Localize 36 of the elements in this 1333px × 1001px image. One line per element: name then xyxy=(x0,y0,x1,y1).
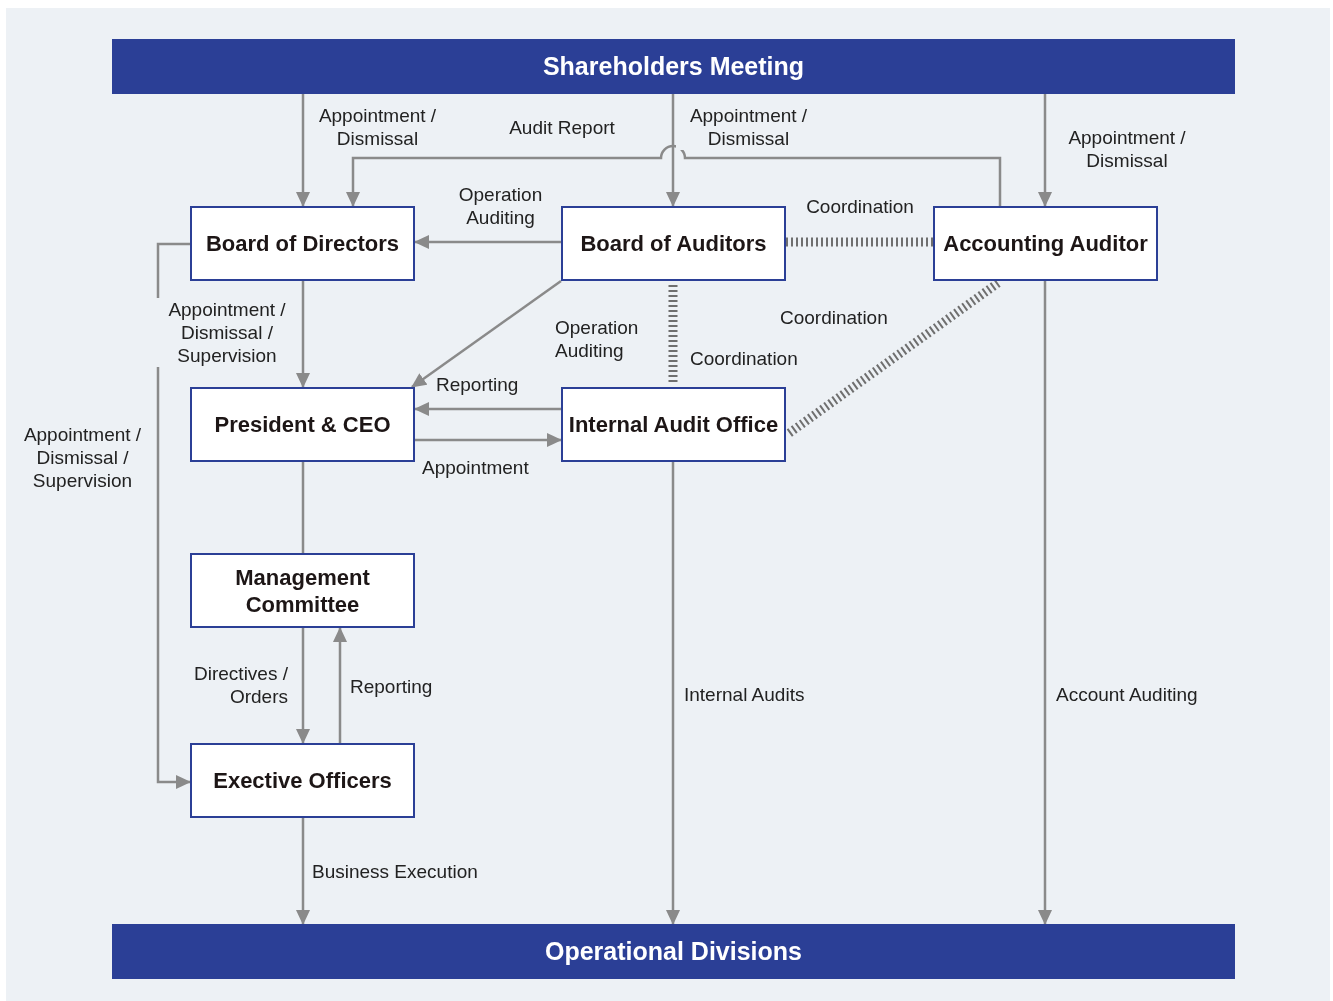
process-box xyxy=(190,743,415,818)
node-label: Internal Audit Office xyxy=(568,411,779,438)
arrow xyxy=(346,144,1002,207)
arrow xyxy=(296,818,310,925)
arrow xyxy=(296,628,310,744)
banner-bar xyxy=(112,39,1235,94)
arrow xyxy=(666,462,680,925)
node-label: Exective Officers xyxy=(213,767,392,794)
connector-line xyxy=(301,462,305,553)
process-box xyxy=(933,206,1158,281)
process-box xyxy=(190,553,415,628)
hatched-connector xyxy=(668,285,678,385)
process-box xyxy=(561,206,786,281)
process-box xyxy=(190,387,415,462)
node-label: President & CEO xyxy=(214,411,391,438)
arrow xyxy=(1038,281,1052,925)
arrow xyxy=(411,280,562,388)
node-label: Accounting Auditor xyxy=(943,230,1148,257)
process-box xyxy=(561,387,786,462)
arrow xyxy=(296,281,310,388)
arrow xyxy=(333,627,347,743)
node-label: Management Committee xyxy=(234,563,371,618)
node-label: Shareholders Meeting xyxy=(542,53,805,80)
node-label: Board of Directors xyxy=(205,230,400,257)
banner-bar xyxy=(112,924,1235,979)
arrow xyxy=(414,402,561,416)
node-label: Operational Divisions xyxy=(545,938,802,965)
arrow xyxy=(1038,94,1052,207)
node-label: Board of Auditors xyxy=(580,230,767,257)
arrow xyxy=(296,94,310,207)
process-box xyxy=(190,206,415,281)
arrow xyxy=(414,235,561,249)
arrow xyxy=(666,94,680,207)
hatched-connector xyxy=(785,279,1001,438)
arrow xyxy=(415,433,562,447)
arrow xyxy=(156,242,191,789)
